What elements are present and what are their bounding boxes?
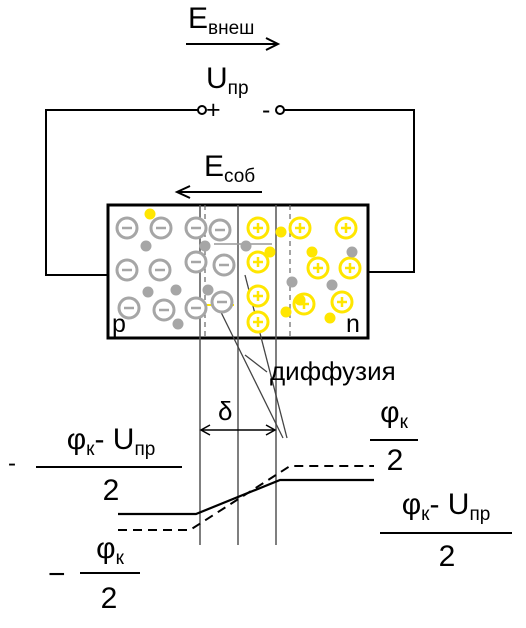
hole-dot — [264, 246, 276, 258]
electron-dot — [286, 276, 298, 288]
electron-dot — [326, 279, 338, 291]
negative-ion — [148, 258, 172, 282]
negative-ion — [152, 298, 176, 322]
positive-ion — [334, 216, 358, 240]
negative-ion — [208, 218, 232, 242]
left-bottom-sign: − — [48, 558, 66, 591]
delta-label: δ — [218, 396, 233, 426]
terminal-left — [197, 105, 207, 115]
negative-ion — [184, 250, 208, 274]
circuit-wire-left — [45, 109, 198, 276]
negative-ion — [149, 216, 173, 240]
electron-dot — [140, 240, 152, 252]
own-field-label: Eсоб — [204, 150, 256, 187]
external-field-arrowhead — [265, 37, 281, 51]
positive-ion — [338, 256, 362, 280]
negative-ion — [184, 216, 208, 240]
left-top-sign: - — [8, 450, 16, 477]
hole-dot — [280, 306, 292, 318]
hole-dot — [275, 226, 287, 238]
negative-ion — [117, 296, 141, 320]
diffusion-pointer-3 — [244, 354, 268, 373]
negative-ion — [212, 253, 236, 277]
electron-dot — [240, 240, 252, 252]
negative-ion — [115, 258, 139, 282]
negative-ion — [184, 296, 208, 320]
negative-ion — [210, 290, 234, 314]
positive-ion — [330, 290, 354, 314]
electron-dot — [170, 284, 182, 296]
charge-carriers — [115, 208, 362, 334]
diffusion-pointer-1 — [213, 297, 284, 439]
electron-dot — [202, 284, 214, 296]
right-top-denominator: 2 — [386, 444, 404, 477]
potential-profile-equilibrium — [118, 465, 374, 531]
delta-arrow-right-head — [265, 424, 277, 436]
minus-terminal-sign: - — [262, 96, 271, 124]
voltage-label: Uпр — [206, 62, 249, 99]
diffusion-label: диффузия — [270, 356, 396, 386]
circuit-wire-right — [282, 109, 415, 273]
positive-ion — [288, 216, 312, 240]
right-bottom-numerator: φк- Uпр — [401, 488, 491, 525]
delta-arrow-left-head — [199, 424, 211, 436]
positive-ion — [246, 284, 270, 308]
electron-dot — [172, 318, 184, 330]
plus-terminal-sign: + — [206, 96, 221, 124]
right-top-numerator: φк — [380, 396, 408, 433]
left-top-numerator: φк- Uпр — [66, 423, 156, 460]
negative-ion — [115, 216, 139, 240]
external-field-label: Eвнеш — [188, 2, 255, 39]
hole-dot — [324, 312, 336, 324]
positive-ion — [306, 256, 330, 280]
electron-dot — [142, 286, 154, 298]
left-bottom-numerator: φк — [96, 532, 124, 569]
terminal-right — [275, 105, 285, 115]
p-region-label: p — [112, 310, 126, 338]
own-field-arrowhead — [174, 185, 191, 199]
hole-dot — [144, 208, 156, 220]
positive-ion — [246, 216, 270, 240]
electron-dot — [199, 240, 211, 252]
n-region-label: n — [346, 310, 360, 338]
right-bottom-denominator: 2 — [438, 540, 456, 573]
hole-dot — [306, 246, 318, 258]
positive-ion — [246, 310, 270, 334]
left-top-denominator: 2 — [102, 474, 120, 507]
positive-ion — [246, 250, 270, 274]
left-bottom-denominator: 2 — [100, 582, 118, 615]
electron-dot — [346, 246, 358, 258]
hole-dot — [294, 294, 306, 306]
potential-profile-forward — [118, 478, 374, 516]
